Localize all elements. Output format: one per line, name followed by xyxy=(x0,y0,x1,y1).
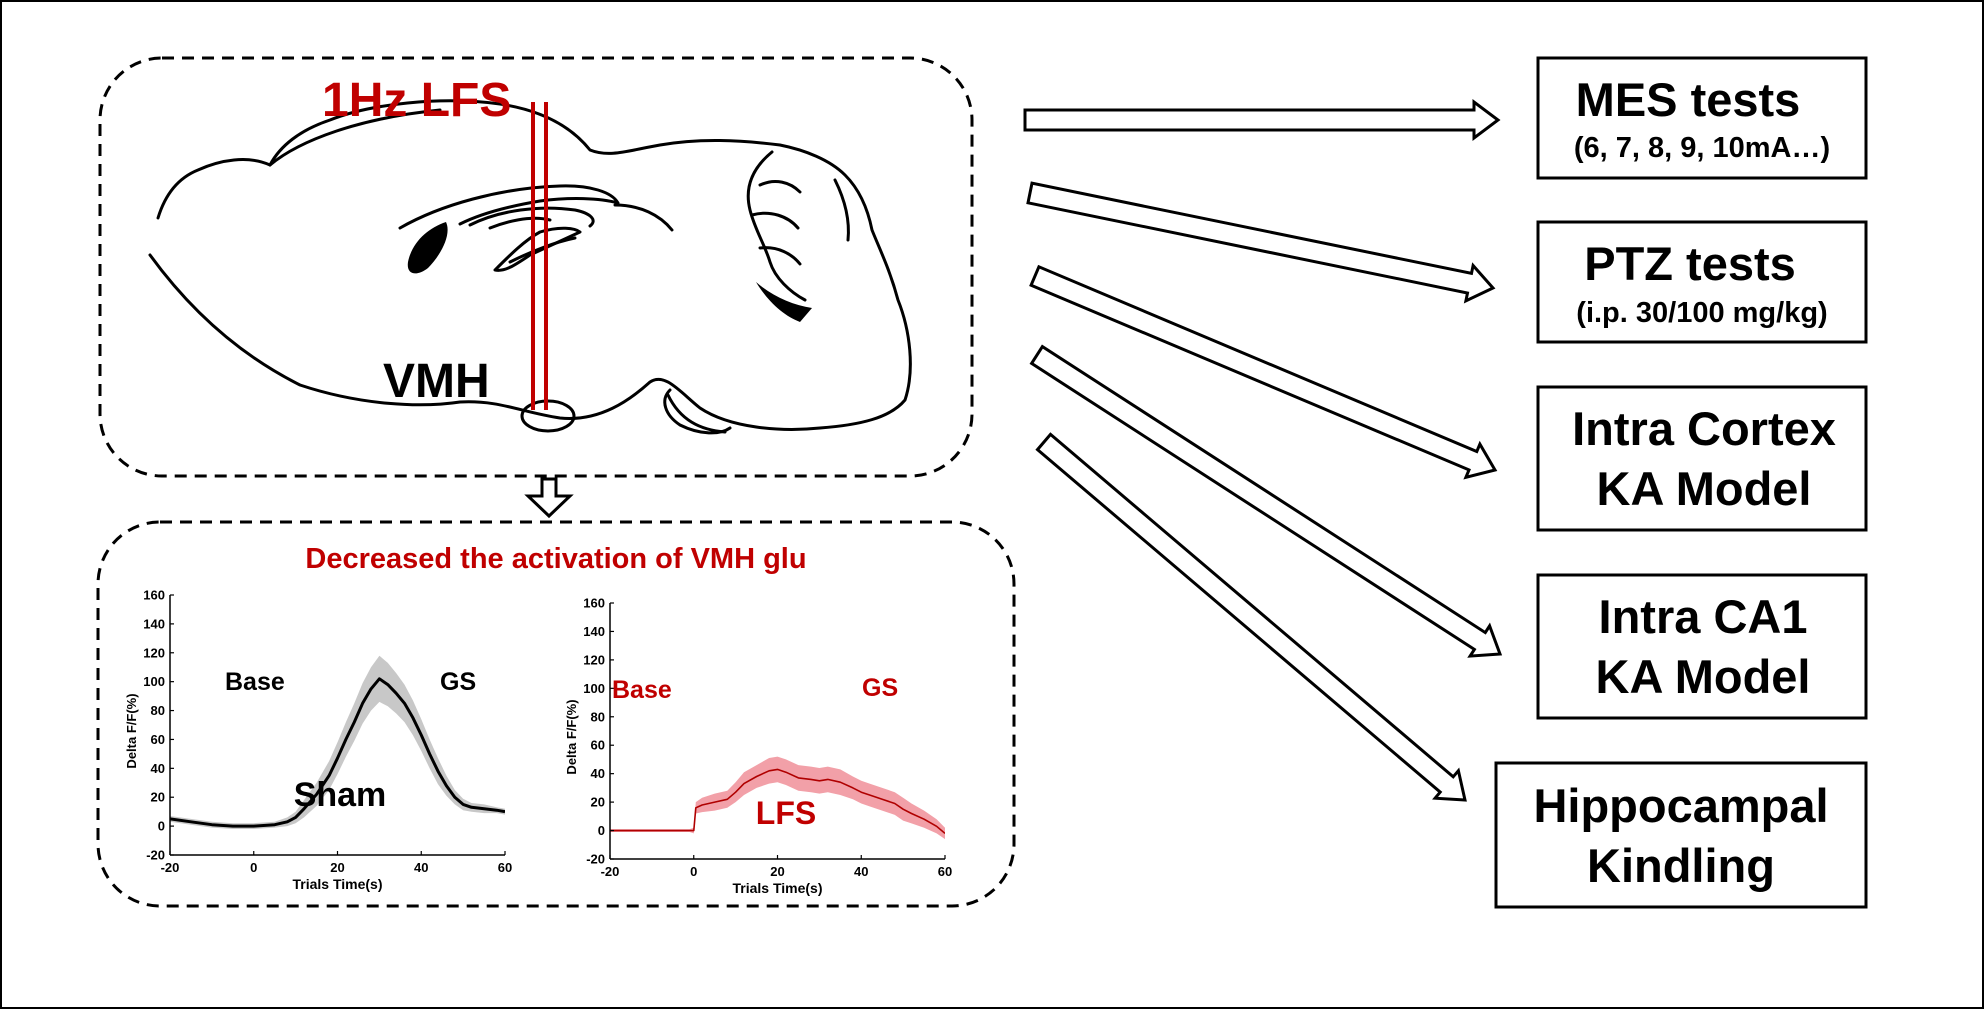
outcome-subtitle: Kindling xyxy=(1587,839,1775,892)
outcome-box-kindling: Hippocampal Kindling xyxy=(1494,761,1868,909)
lateral-ventricle-shape xyxy=(407,222,448,274)
sham-chart: -20 0 20 40 60 80 100 120 140 160 -20 0 20 40 60Trials… xyxy=(124,588,512,893)
y-tick-label: 60 xyxy=(151,732,165,747)
y-tick-label: 80 xyxy=(151,703,165,718)
outcome-box-frame xyxy=(1494,761,1868,909)
outcome-box-frame xyxy=(1536,385,1868,532)
outcome-arrows xyxy=(1023,99,1503,802)
y-tick-label: 140 xyxy=(143,616,165,631)
y-tick-label: 40 xyxy=(151,761,165,776)
outcome-box-intra-ca1: Intra CA1 KA Model xyxy=(1536,573,1868,720)
y-tick-label: 40 xyxy=(591,766,605,781)
group-annotation: Sham xyxy=(294,776,387,814)
base-annotation: Base xyxy=(612,676,672,704)
outcome-box-intra-cortex: Intra Cortex KA Model xyxy=(1536,385,1868,532)
y-tick-label: 0 xyxy=(598,823,605,838)
arrow-to-intra-cortex xyxy=(1029,264,1498,480)
arrow-to-ptz xyxy=(1026,181,1496,304)
x-tick-label: 20 xyxy=(330,860,344,875)
outcome-box-frame xyxy=(1536,56,1868,180)
outcome-box-mes: MES tests (6, 7, 8, 9, 10mA…) xyxy=(1536,56,1868,180)
photometry-panel-title: Decreased the activation of VMH glu xyxy=(305,543,806,575)
group-annotation: LFS xyxy=(756,795,816,831)
y-tick-label: 160 xyxy=(143,588,165,603)
y-axis-label: Delta F/F(%) xyxy=(124,693,139,768)
vmh-label: VMH xyxy=(383,355,490,408)
outcome-title: Hippocampal xyxy=(1533,779,1828,832)
outcome-subtitle: KA Model xyxy=(1597,462,1812,515)
base-annotation: Base xyxy=(225,668,285,696)
y-tick-label: 160 xyxy=(583,596,605,611)
fourth-ventricle-shape xyxy=(756,282,812,322)
outcome-box-frame xyxy=(1536,573,1868,720)
arrow-to-intra-ca1 xyxy=(1029,344,1503,658)
mean-trace-line xyxy=(610,768,945,835)
y-tick-label: -20 xyxy=(586,852,605,867)
outcome-box-frame xyxy=(1536,220,1868,344)
lfs-chart: -20 0 20 40 60 80 100 120 140 160 -20 0 20 40 60Trials… xyxy=(564,596,952,897)
down-arrow-icon xyxy=(524,477,574,519)
y-tick-label: 120 xyxy=(583,652,605,667)
x-tick-label: 20 xyxy=(770,864,784,879)
x-tick-label: 40 xyxy=(414,860,428,875)
x-tick-label: -20 xyxy=(601,864,620,879)
outcome-subtitle: (i.p. 30/100 mg/kg) xyxy=(1576,297,1827,329)
x-tick-label: 60 xyxy=(498,860,512,875)
outcome-title: Intra CA1 xyxy=(1599,590,1808,643)
photometry-panel-border xyxy=(96,520,1016,908)
x-tick-label: 40 xyxy=(854,864,868,879)
y-tick-label: 60 xyxy=(591,738,605,753)
mean-trace-line xyxy=(170,677,505,828)
x-axis-label: Trials Time(s) xyxy=(732,880,822,896)
outcome-subtitle: (6, 7, 8, 9, 10mA…) xyxy=(1574,132,1830,164)
x-tick-label: 0 xyxy=(690,864,697,879)
y-tick-label: 20 xyxy=(591,795,605,810)
y-tick-label: 20 xyxy=(151,790,165,805)
y-tick-label: 100 xyxy=(583,681,605,696)
x-tick-label: -20 xyxy=(161,860,180,875)
gs-annotation: GS xyxy=(440,668,476,696)
gs-annotation: GS xyxy=(862,674,898,702)
y-tick-label: 80 xyxy=(591,709,605,724)
y-tick-label: 140 xyxy=(583,624,605,639)
arrow-to-kindling xyxy=(1035,432,1467,802)
brain-panel-border xyxy=(98,56,974,478)
outcome-title: Intra Cortex xyxy=(1572,402,1836,455)
y-tick-label: 120 xyxy=(143,645,165,660)
outcome-title: PTZ tests xyxy=(1584,237,1796,290)
y-tick-label: 0 xyxy=(158,819,165,834)
x-tick-label: 0 xyxy=(250,860,257,875)
x-axis-label: Trials Time(s) xyxy=(292,876,382,892)
outcome-title: MES tests xyxy=(1576,73,1801,126)
brain-sagittal-outline xyxy=(148,99,912,435)
y-tick-label: 100 xyxy=(143,674,165,689)
stimulation-label: 1Hz LFS xyxy=(322,74,511,127)
outcome-box-ptz: PTZ tests (i.p. 30/100 mg/kg) xyxy=(1536,220,1868,344)
arrow-to-mes xyxy=(1023,99,1501,141)
x-tick-label: 60 xyxy=(938,864,952,879)
y-tick-label: -20 xyxy=(146,848,165,863)
outcome-subtitle: KA Model xyxy=(1596,650,1811,703)
sem-band xyxy=(170,655,505,829)
y-axis-label: Delta F/F(%) xyxy=(564,699,579,774)
